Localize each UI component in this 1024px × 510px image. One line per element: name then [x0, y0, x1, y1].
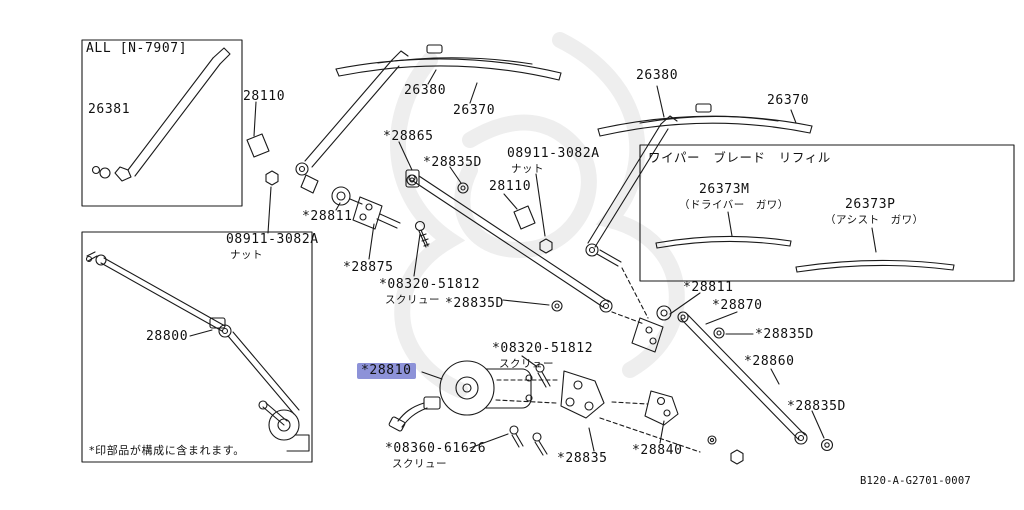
- drawing-code: B120-A-G2701-0007: [860, 475, 971, 487]
- art-bracket-28835: [469, 355, 701, 456]
- art-arm-inset: [91, 47, 231, 182]
- caption-assist-side: （アシスト ガワ）: [825, 214, 924, 226]
- part-label-08320-51812-a[interactable]: *08320-51812: [379, 277, 481, 292]
- art-linkage-inset: [85, 251, 310, 452]
- caption-screw-a: スクリュー: [385, 294, 440, 306]
- art-pivot-cluster-left: [331, 141, 553, 277]
- part-label-26370-b[interactable]: 26370: [767, 93, 810, 108]
- part-label-28835d-a[interactable]: *28835D: [423, 155, 482, 170]
- art-28110-part: [246, 101, 279, 234]
- watermark: [389, 32, 685, 398]
- art-link-rod-1: [406, 174, 613, 313]
- part-label-08320-51812-b[interactable]: *08320-51812: [492, 341, 594, 356]
- part-label-28810[interactable]: *28810: [357, 363, 416, 379]
- part-label-28870[interactable]: *28870: [712, 298, 763, 313]
- part-label-26381[interactable]: 26381: [88, 102, 131, 117]
- part-label-08911-3082a-a[interactable]: 08911-3082A: [507, 146, 600, 161]
- art-arm-right: [585, 115, 678, 267]
- part-label-26380-b[interactable]: 26380: [636, 68, 679, 83]
- part-label-28835d-b[interactable]: *28835D: [445, 296, 504, 311]
- part-label-28800[interactable]: 28800: [146, 329, 189, 344]
- caption-screw-c: スクリュー: [392, 458, 447, 470]
- part-label-28875[interactable]: *28875: [343, 260, 394, 275]
- part-label-28811-a[interactable]: *28811: [302, 209, 353, 224]
- part-label-28835d-d[interactable]: *28835D: [787, 399, 846, 414]
- part-label-08360-61626[interactable]: *08360-61626: [385, 441, 487, 456]
- art-pivot-cluster-right: [611, 267, 701, 353]
- caption-driver-side: （ドライバー ガワ）: [679, 199, 789, 211]
- caption-screw-b: スクリュー: [499, 358, 554, 370]
- art-wiper-motor: [388, 360, 533, 432]
- part-label-26370-a[interactable]: 26370: [453, 103, 496, 118]
- part-label-26373m[interactable]: 26373M: [699, 182, 750, 197]
- part-label-28110-a[interactable]: 28110: [243, 89, 286, 104]
- inset-box-linkage: [81, 231, 313, 463]
- part-label-28840[interactable]: *28840: [632, 443, 683, 458]
- art-arm-center: [295, 50, 409, 194]
- refill-box: [639, 144, 1015, 282]
- part-label-08911-3082a-b[interactable]: 08911-3082A: [226, 232, 319, 247]
- art-link-rod-2: [677, 311, 834, 452]
- part-label-28865[interactable]: *28865: [383, 129, 434, 144]
- refill-box-title: ワイパー ブレード リフィル: [648, 150, 831, 165]
- part-label-28860[interactable]: *28860: [744, 354, 795, 369]
- caption-nut-b: ナット: [230, 249, 263, 261]
- part-label-28835d-c[interactable]: *28835D: [755, 327, 814, 342]
- art-blade-center: [335, 44, 562, 104]
- inset-arm-title: ALL [N-7907]: [86, 41, 188, 56]
- part-label-28835[interactable]: *28835: [557, 451, 608, 466]
- part-label-28811-b[interactable]: *28811: [683, 280, 734, 295]
- caption-nut-a: ナット: [511, 163, 544, 175]
- art-refill-blades: [655, 211, 955, 273]
- art-blade-right: [597, 85, 813, 137]
- art-bracket-28840: [644, 390, 744, 465]
- part-label-28110-b[interactable]: 28110: [489, 179, 532, 194]
- inset-linkage-note: *印部品が構成に含まれます。: [89, 444, 245, 457]
- part-label-26380-a[interactable]: 26380: [404, 83, 447, 98]
- part-label-26373p[interactable]: 26373P: [845, 197, 896, 212]
- inset-box-arm: [81, 39, 243, 207]
